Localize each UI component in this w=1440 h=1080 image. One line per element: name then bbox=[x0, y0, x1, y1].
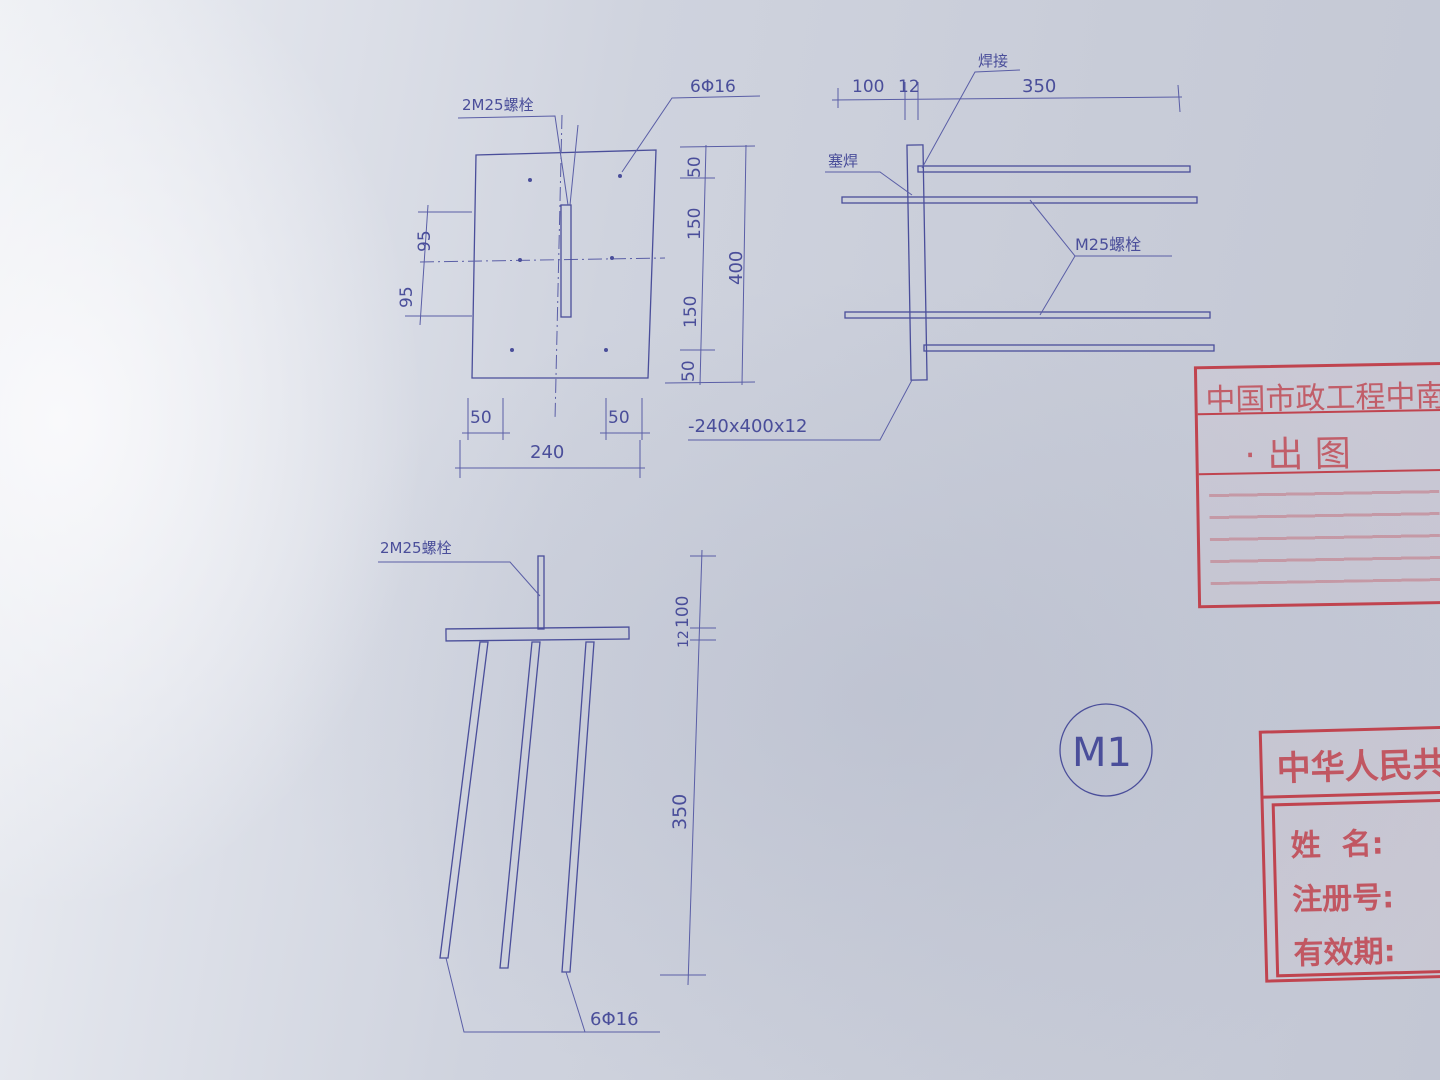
dim-50-left: 50 bbox=[470, 408, 492, 428]
plate-centerline-vertical bbox=[554, 114, 563, 421]
plate-centerline-horizontal bbox=[419, 257, 666, 263]
bolt-leader-2 bbox=[1039, 255, 1076, 316]
plug-weld-label: 塞焊 bbox=[828, 152, 858, 170]
dim-ext bbox=[1177, 84, 1181, 113]
dim-150-a: 150 bbox=[685, 208, 705, 240]
rebar-leader bbox=[445, 957, 660, 1033]
bolt-bar bbox=[844, 311, 1211, 319]
plate-plan-view: 2M25螺栓 6Φ16 95 95 50 50 240 50 150 400 1… bbox=[397, 77, 761, 478]
stamp2-valid-row: 有效期: bbox=[1293, 934, 1397, 972]
rebar-dot bbox=[610, 256, 614, 260]
bolt-stub bbox=[537, 555, 545, 630]
detail-mark-circle bbox=[1059, 703, 1153, 797]
dim-100: 100 bbox=[852, 77, 884, 97]
publishing-stamp: 中国市政工程中南 · 出 图 bbox=[1193, 361, 1440, 609]
bolt-label: 2M25螺栓 bbox=[462, 96, 534, 114]
detail-mark-label: M1 bbox=[1072, 730, 1132, 776]
dim-50-right: 50 bbox=[608, 408, 630, 428]
rebar-dot bbox=[518, 258, 522, 262]
dim-95-top: 95 bbox=[415, 230, 435, 252]
bolt-bar bbox=[841, 196, 1198, 204]
plug-weld-leader bbox=[825, 171, 913, 196]
registration-stamp: 中华人民共 姓 名: 注册号: 有效期: bbox=[1258, 725, 1440, 983]
dim-150-b: 150 bbox=[681, 296, 701, 328]
stamp-fine-print bbox=[1208, 481, 1440, 586]
plate-leader bbox=[688, 379, 913, 441]
dim-line bbox=[831, 96, 1183, 101]
bolt-leader bbox=[457, 115, 569, 206]
bolt-leader bbox=[378, 561, 541, 597]
dim-50-a: 50 bbox=[685, 156, 705, 178]
weld-leader bbox=[921, 69, 1021, 169]
stamp2-reg-row: 注册号: bbox=[1291, 880, 1395, 918]
front-elevation-view: 2M25螺栓 6Φ16 100 12 350 bbox=[378, 539, 716, 1033]
plate-label: -240x400x12 bbox=[688, 416, 807, 437]
stamp2-name-row: 姓 名: bbox=[1290, 826, 1385, 864]
weld-label: 焊接 bbox=[978, 52, 1008, 70]
dim-95-bottom: 95 bbox=[397, 286, 417, 308]
dim-line bbox=[741, 144, 747, 386]
stamp2-title: 中华人民共 bbox=[1276, 744, 1440, 790]
dim-350: 350 bbox=[669, 794, 691, 830]
dim-400: 400 bbox=[726, 251, 747, 285]
rebar-leader-2 bbox=[565, 971, 586, 1033]
rebar-bar bbox=[439, 641, 489, 959]
detail-mark: M1 bbox=[1059, 703, 1153, 797]
rebar-bar bbox=[499, 641, 541, 969]
bolt-leader-2 bbox=[569, 124, 579, 206]
rebar-dot bbox=[510, 348, 514, 352]
dim-12: 12 bbox=[898, 77, 920, 97]
dim-line bbox=[687, 549, 703, 986]
dim-50-b: 50 bbox=[679, 360, 699, 382]
dim-ext bbox=[679, 145, 756, 148]
rebar-dot bbox=[604, 348, 608, 352]
rebar-label: 6Φ16 bbox=[690, 77, 736, 97]
dim-100: 100 bbox=[673, 596, 693, 628]
bolt-label: 2M25螺栓 bbox=[380, 539, 452, 557]
side-elevation-view: 100 12 350 焊接 塞焊 M25螺栓 -240x400x12 bbox=[688, 52, 1215, 441]
rebar-dot bbox=[528, 178, 532, 182]
dim-240: 240 bbox=[530, 442, 564, 463]
rebar-leader bbox=[621, 95, 761, 173]
rebar-bar bbox=[923, 344, 1215, 352]
dim-12: 12 bbox=[676, 630, 692, 648]
steel-plate bbox=[906, 144, 928, 381]
rebar-bar bbox=[917, 165, 1191, 173]
plate-outline bbox=[471, 149, 657, 379]
rebar-label: 6Φ16 bbox=[590, 1009, 639, 1030]
stamp2-divider bbox=[1263, 790, 1440, 799]
dim-ext bbox=[664, 381, 756, 384]
rebar-bar bbox=[561, 641, 595, 973]
rebar-dot bbox=[618, 174, 622, 178]
dim-350: 350 bbox=[1022, 76, 1056, 97]
dim-line bbox=[419, 204, 429, 326]
bolt-slot bbox=[560, 204, 572, 318]
dim-line bbox=[699, 144, 707, 386]
bolt-label: M25螺栓 bbox=[1075, 235, 1141, 254]
